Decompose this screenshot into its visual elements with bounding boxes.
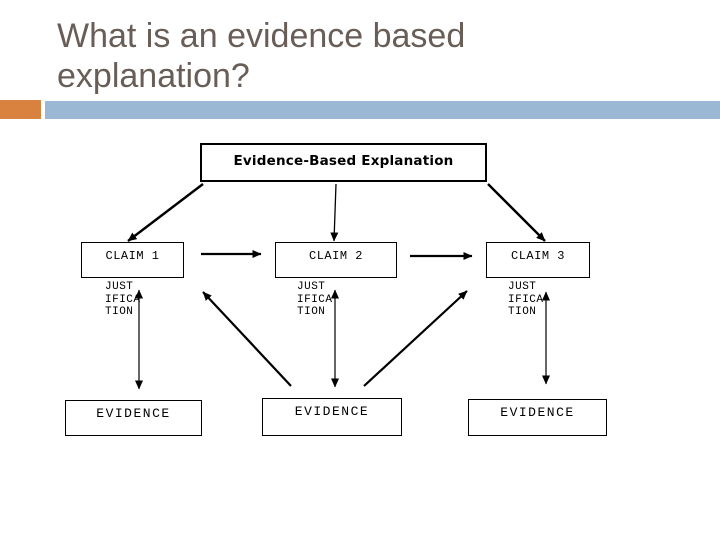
arrow-evidence2-to-claim1: [202, 291, 292, 387]
arrow-evidence2-to-claim3: [363, 290, 468, 387]
arrow-root-to-claim1: [127, 183, 204, 242]
claim-2-label: CLAIM 2: [309, 249, 363, 263]
arrow-root-to-claim2: [330, 183, 339, 242]
slide-title-line-2: explanation?: [57, 57, 250, 95]
slide-title: What is an evidence based explanation?: [57, 16, 465, 96]
evidence-3-label: EVIDENCE: [500, 405, 575, 420]
arrow-root-to-claim3: [487, 183, 546, 242]
claim-3-box: CLAIM 3: [486, 242, 590, 278]
evidence-1-box: EVIDENCE: [65, 400, 202, 436]
justification-1-text: JUST IFICA TION: [105, 281, 141, 318]
claim-1-label: CLAIM 1: [105, 249, 160, 263]
accent-bar-orange: [0, 100, 41, 119]
claim-2-box: CLAIM 2: [275, 242, 397, 278]
evidence-3-box: EVIDENCE: [468, 399, 607, 436]
claim-3-label: CLAIM 3: [511, 249, 565, 263]
claim-1-box: CLAIM 1: [81, 242, 184, 278]
justification-3-text: JUST IFICA TION: [508, 281, 544, 318]
evidence-2-label: EVIDENCE: [294, 404, 370, 419]
evidence-2-box: EVIDENCE: [262, 398, 402, 436]
slide-title-line-1: What is an evidence based: [57, 17, 466, 55]
root-box-label: Evidence-Based Explanation: [233, 153, 454, 169]
justification-2-text: JUST IFICA TION: [297, 281, 333, 318]
evidence-1-label: EVIDENCE: [96, 406, 171, 421]
root-box: Evidence-Based Explanation: [200, 143, 487, 182]
accent-bar-blue: [45, 101, 720, 119]
